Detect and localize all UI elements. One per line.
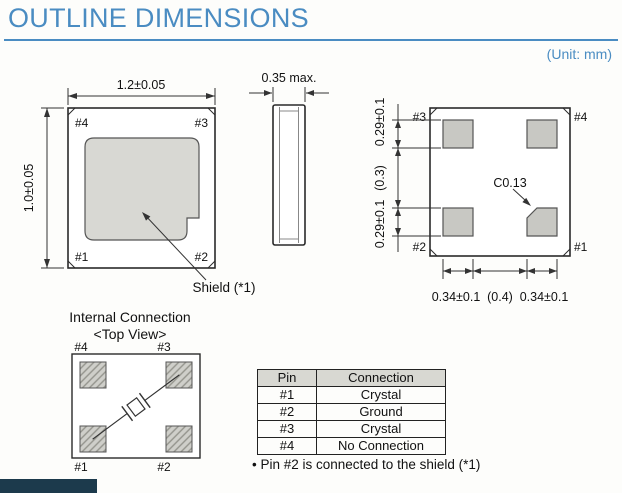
solder-pad	[442, 207, 474, 237]
page-footer-bar	[0, 479, 97, 493]
arrowhead	[395, 120, 401, 128]
chamfer-callout-line	[512, 188, 527, 202]
pad-label: #1	[75, 250, 89, 264]
solder-pad	[442, 119, 474, 149]
side-view-seam-lines	[279, 107, 299, 243]
internal-connection-subtitle: <Top View>	[94, 326, 167, 342]
table-row: #4 No Connection	[257, 437, 446, 455]
pad-label: #2	[413, 240, 427, 254]
arrowhead	[264, 90, 272, 96]
table-header-row: Pin Connection	[257, 369, 446, 387]
solder-pad-chamfered	[526, 207, 558, 237]
pad-gap-dim-label: (0.3)	[373, 165, 387, 191]
pin-cell: #2	[257, 403, 317, 421]
arrowhead	[395, 200, 401, 208]
pad-label: #3	[157, 340, 171, 354]
side-view-package-outline	[272, 104, 306, 246]
pad-label: #1	[574, 240, 588, 254]
connection-cell: Crystal	[316, 420, 446, 438]
arrowhead	[473, 268, 481, 274]
pin-connection-table: Pin Connection #1 Crystal #2 Ground #3 C…	[257, 369, 446, 455]
arrowhead	[395, 148, 401, 156]
pad-label: #3	[413, 110, 427, 124]
bottom-view: #3 #4 #2 #1 C0.13 0.29±0.1 (0.3) 0	[373, 98, 588, 304]
horizontal-dimension-lines	[442, 259, 558, 279]
unit-note: (Unit: mm)	[546, 46, 612, 62]
width-dim-label: 1.2±0.05	[117, 78, 166, 92]
pad-gap-dim-label: (0.4)	[487, 290, 513, 304]
arrowhead	[519, 268, 527, 274]
shield-label: Shield (*1)	[192, 280, 255, 295]
connection-cell: Ground	[316, 403, 446, 421]
pad-label: #1	[74, 460, 88, 474]
table-row: #3 Crystal	[257, 420, 446, 438]
pad-width-dim-label: 0.34±0.1	[520, 290, 569, 304]
arrowhead	[549, 268, 557, 274]
corner-chamfer-marks	[429, 107, 571, 257]
pad-width-dim-label: 0.34±0.1	[432, 290, 481, 304]
width-dimension-lines	[67, 88, 216, 105]
pad-label: #3	[195, 116, 209, 130]
arrowhead	[465, 268, 473, 274]
pad-label: #2	[157, 460, 171, 474]
height-dim-label: 1.0±0.05	[22, 164, 36, 213]
arrowhead	[44, 259, 50, 268]
arrowhead	[395, 208, 401, 216]
thickness-dimension-lines	[249, 87, 329, 102]
solder-pad	[526, 119, 558, 149]
internal-connection-view: Internal Connection <Top View> #4 #3 #1 …	[69, 309, 201, 474]
arrowhead	[395, 140, 401, 148]
arrowhead	[206, 93, 215, 99]
pin-column-header: Pin	[257, 369, 317, 387]
pad-height-dim-label: 0.29±0.1	[373, 98, 387, 147]
table-row: #2 Ground	[257, 403, 446, 421]
arrowhead	[395, 228, 401, 236]
pin-cell: #4	[257, 437, 317, 455]
arrowhead	[522, 197, 531, 206]
pad-label: #4	[74, 340, 88, 354]
pad-label: #2	[195, 250, 209, 264]
pad-label: #4	[574, 110, 588, 124]
connection-cell: Crystal	[316, 386, 446, 404]
shield-callout-line	[143, 213, 207, 281]
arrowhead	[44, 108, 50, 117]
height-dimension-lines	[41, 107, 64, 269]
chamfer-dim-label: C0.13	[493, 176, 526, 190]
arrowhead	[68, 93, 77, 99]
pad-label: #4	[75, 116, 89, 130]
corner-chamfer-marks	[67, 107, 216, 269]
page-title: OUTLINE DIMENSIONS	[8, 3, 309, 33]
pad-height-dim-label: 0.29±0.1	[373, 200, 387, 249]
metal-shield-lid	[84, 137, 200, 241]
internal-connection-title: Internal Connection	[69, 309, 190, 325]
connection-cell: No Connection	[316, 437, 446, 455]
shield-note: • Pin #2 is connected to the shield (*1)	[252, 457, 481, 472]
pin-cell: #3	[257, 420, 317, 438]
pin-cell: #1	[257, 386, 317, 404]
connection-column-header: Connection	[316, 369, 446, 387]
title-underline	[4, 39, 618, 41]
arrowhead	[306, 90, 314, 96]
vertical-dimension-lines	[392, 104, 441, 252]
top-view: 1.2±0.05 1.0±0.05 #4 #3 #1 #2	[22, 78, 256, 295]
internal-pad	[165, 425, 193, 453]
crystal-symbol	[92, 374, 180, 440]
internal-pad	[79, 361, 107, 389]
arrowhead	[142, 212, 151, 221]
thickness-dim-label: 0.35 max.	[262, 71, 317, 85]
arrowhead	[443, 268, 451, 274]
pin-table-container: Pin Connection #1 Crystal #2 Ground #3 C…	[257, 369, 446, 455]
table-row: #1 Crystal	[257, 386, 446, 404]
arrowhead	[527, 268, 535, 274]
side-view: 0.35 max.	[249, 71, 329, 246]
